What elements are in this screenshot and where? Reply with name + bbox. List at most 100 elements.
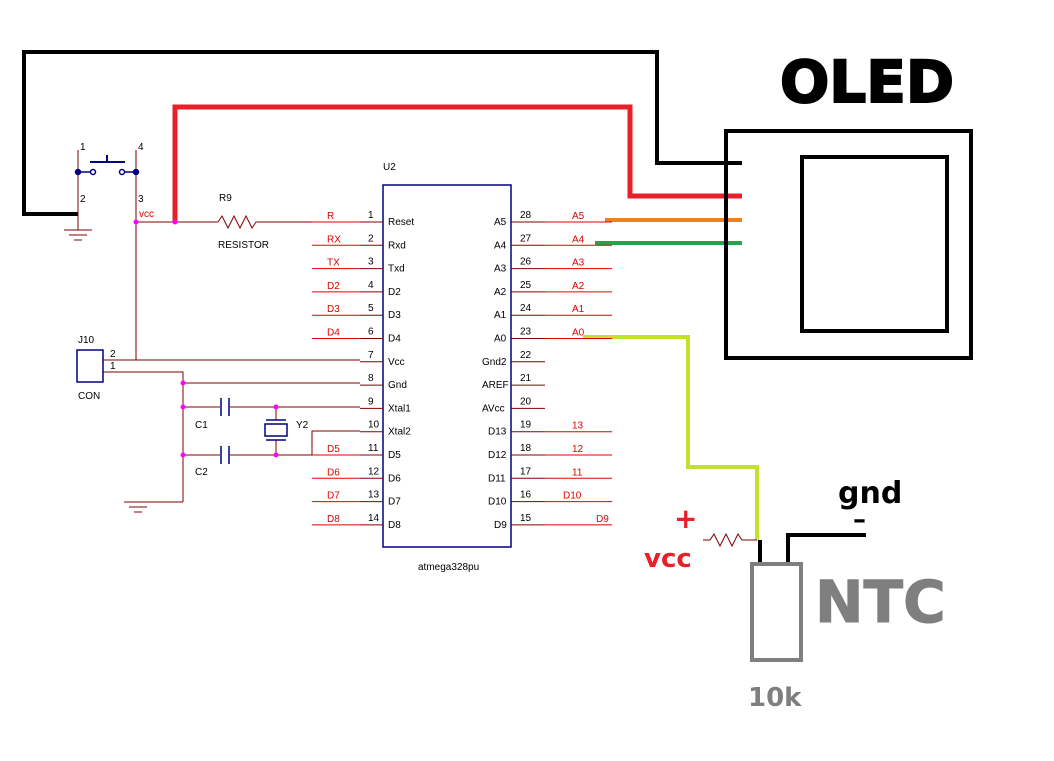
pin-number: 9 <box>368 396 374 407</box>
pin-name: A2 <box>494 287 507 298</box>
ground-symbol-osc <box>124 501 152 513</box>
pin-name: D5 <box>388 450 401 461</box>
ntc-series-resistor <box>703 532 757 548</box>
pin-number: 1 <box>368 210 374 221</box>
pin-name: AVcc <box>482 403 505 414</box>
button-pin3: 3 <box>138 194 144 205</box>
net-label: R <box>327 211 334 222</box>
pin-name: D9 <box>494 520 507 531</box>
pin-name: A1 <box>494 310 507 321</box>
pin-number: 13 <box>368 490 380 501</box>
pin-name: Reset <box>388 217 414 228</box>
ntc-vcc: vcc <box>644 544 692 574</box>
pin-number: 4 <box>368 280 374 291</box>
vcc-net-label: vcc <box>139 209 154 220</box>
j10-pin2: 2 <box>110 349 116 360</box>
pin-name: Txd <box>388 264 405 275</box>
net-label: D4 <box>327 328 340 339</box>
capacitor-c1 <box>220 398 230 416</box>
y2-label: Y2 <box>296 420 309 431</box>
net-label: D5 <box>327 444 340 455</box>
pin-number: 21 <box>520 373 532 384</box>
mcu-chip-body <box>382 184 512 548</box>
pin-number: 24 <box>520 303 532 314</box>
button-pin1: 1 <box>80 142 86 153</box>
black-wire-oled <box>22 50 742 216</box>
ntc-gnd: gnd <box>838 476 902 511</box>
pin-number: 6 <box>368 327 374 338</box>
pin-number: 20 <box>520 396 532 407</box>
pin-name: AREF <box>482 380 509 391</box>
wires <box>22 50 866 565</box>
pin-number: 18 <box>520 443 532 454</box>
net-label: A3 <box>572 258 585 269</box>
thin-wires <box>77 150 360 503</box>
c1-label: C1 <box>195 420 208 431</box>
chip-ref: U2 <box>383 162 396 173</box>
pin-number: 27 <box>520 233 532 244</box>
pin-name: D11 <box>488 473 506 484</box>
ntc-gnd-leg <box>786 533 866 565</box>
pin-name: Xtal1 <box>388 403 411 414</box>
pin-name: A0 <box>494 334 507 345</box>
oled-title: OLED <box>780 48 954 116</box>
pin-name: D4 <box>388 334 401 345</box>
pin-name: A4 <box>494 240 507 251</box>
j10-pin1: 1 <box>110 361 116 372</box>
net-label: D9 <box>596 514 609 525</box>
ntc-body <box>750 562 803 662</box>
pin-number: 23 <box>520 327 532 338</box>
pin-name: D2 <box>388 287 401 298</box>
j10-ref: J10 <box>78 335 95 346</box>
ntc-title: NTC <box>815 568 946 636</box>
pin-number: 16 <box>520 490 532 501</box>
net-label: A5 <box>572 211 585 222</box>
net-label: D3 <box>327 304 340 315</box>
r9-value: RESISTOR <box>218 240 269 251</box>
ntc-minus: – <box>853 505 866 535</box>
pin-number: 7 <box>368 350 374 361</box>
reset-button <box>74 155 140 176</box>
pin-name: A3 <box>494 264 507 275</box>
r9-resistor-symbol <box>217 214 257 230</box>
net-label: D2 <box>327 281 340 292</box>
pin-name: D12 <box>488 450 507 461</box>
chip-part: atmega328pu <box>418 562 479 573</box>
pin-number: 26 <box>520 257 532 268</box>
button-pin2: 2 <box>80 194 86 205</box>
pin-name: Gnd2 <box>482 357 507 368</box>
pin-name: Rxd <box>388 240 406 251</box>
net-label: 12 <box>572 444 584 455</box>
capacitor-c2 <box>220 446 230 464</box>
pin-number: 28 <box>520 210 532 221</box>
net-label: D10 <box>563 491 582 502</box>
net-label: A4 <box>572 234 585 245</box>
pin-number: 25 <box>520 280 532 291</box>
pin-number: 11 <box>368 443 379 454</box>
oled-outer-frame <box>724 129 973 360</box>
ground-symbol-button <box>64 229 92 241</box>
chip-right-pins: A528A5A427A4A326A3A225A2A124A1A023A022Gn… <box>482 210 612 531</box>
crystal-y2 <box>264 419 288 441</box>
pin-name: D8 <box>388 520 401 531</box>
pin-number: 17 <box>520 466 532 477</box>
r9-ref: R9 <box>219 193 232 204</box>
pin-number: 14 <box>368 513 380 524</box>
pin-number: 22 <box>520 350 532 361</box>
net-label: RX <box>327 234 341 245</box>
pin-number: 5 <box>368 303 374 314</box>
net-label: A0 <box>572 328 585 339</box>
pin-number: 10 <box>368 420 380 431</box>
c2-label: C2 <box>195 467 208 478</box>
net-label: 13 <box>572 421 584 432</box>
pin-name: A5 <box>494 217 507 228</box>
connector-j10 <box>76 349 104 383</box>
button-pin4: 4 <box>138 142 144 153</box>
red-wire-oled <box>172 104 742 222</box>
pin-name: Vcc <box>388 357 405 368</box>
pin-number: 12 <box>368 466 380 477</box>
ntc-value: 10k <box>748 683 802 713</box>
j10-name: CON <box>78 391 100 402</box>
